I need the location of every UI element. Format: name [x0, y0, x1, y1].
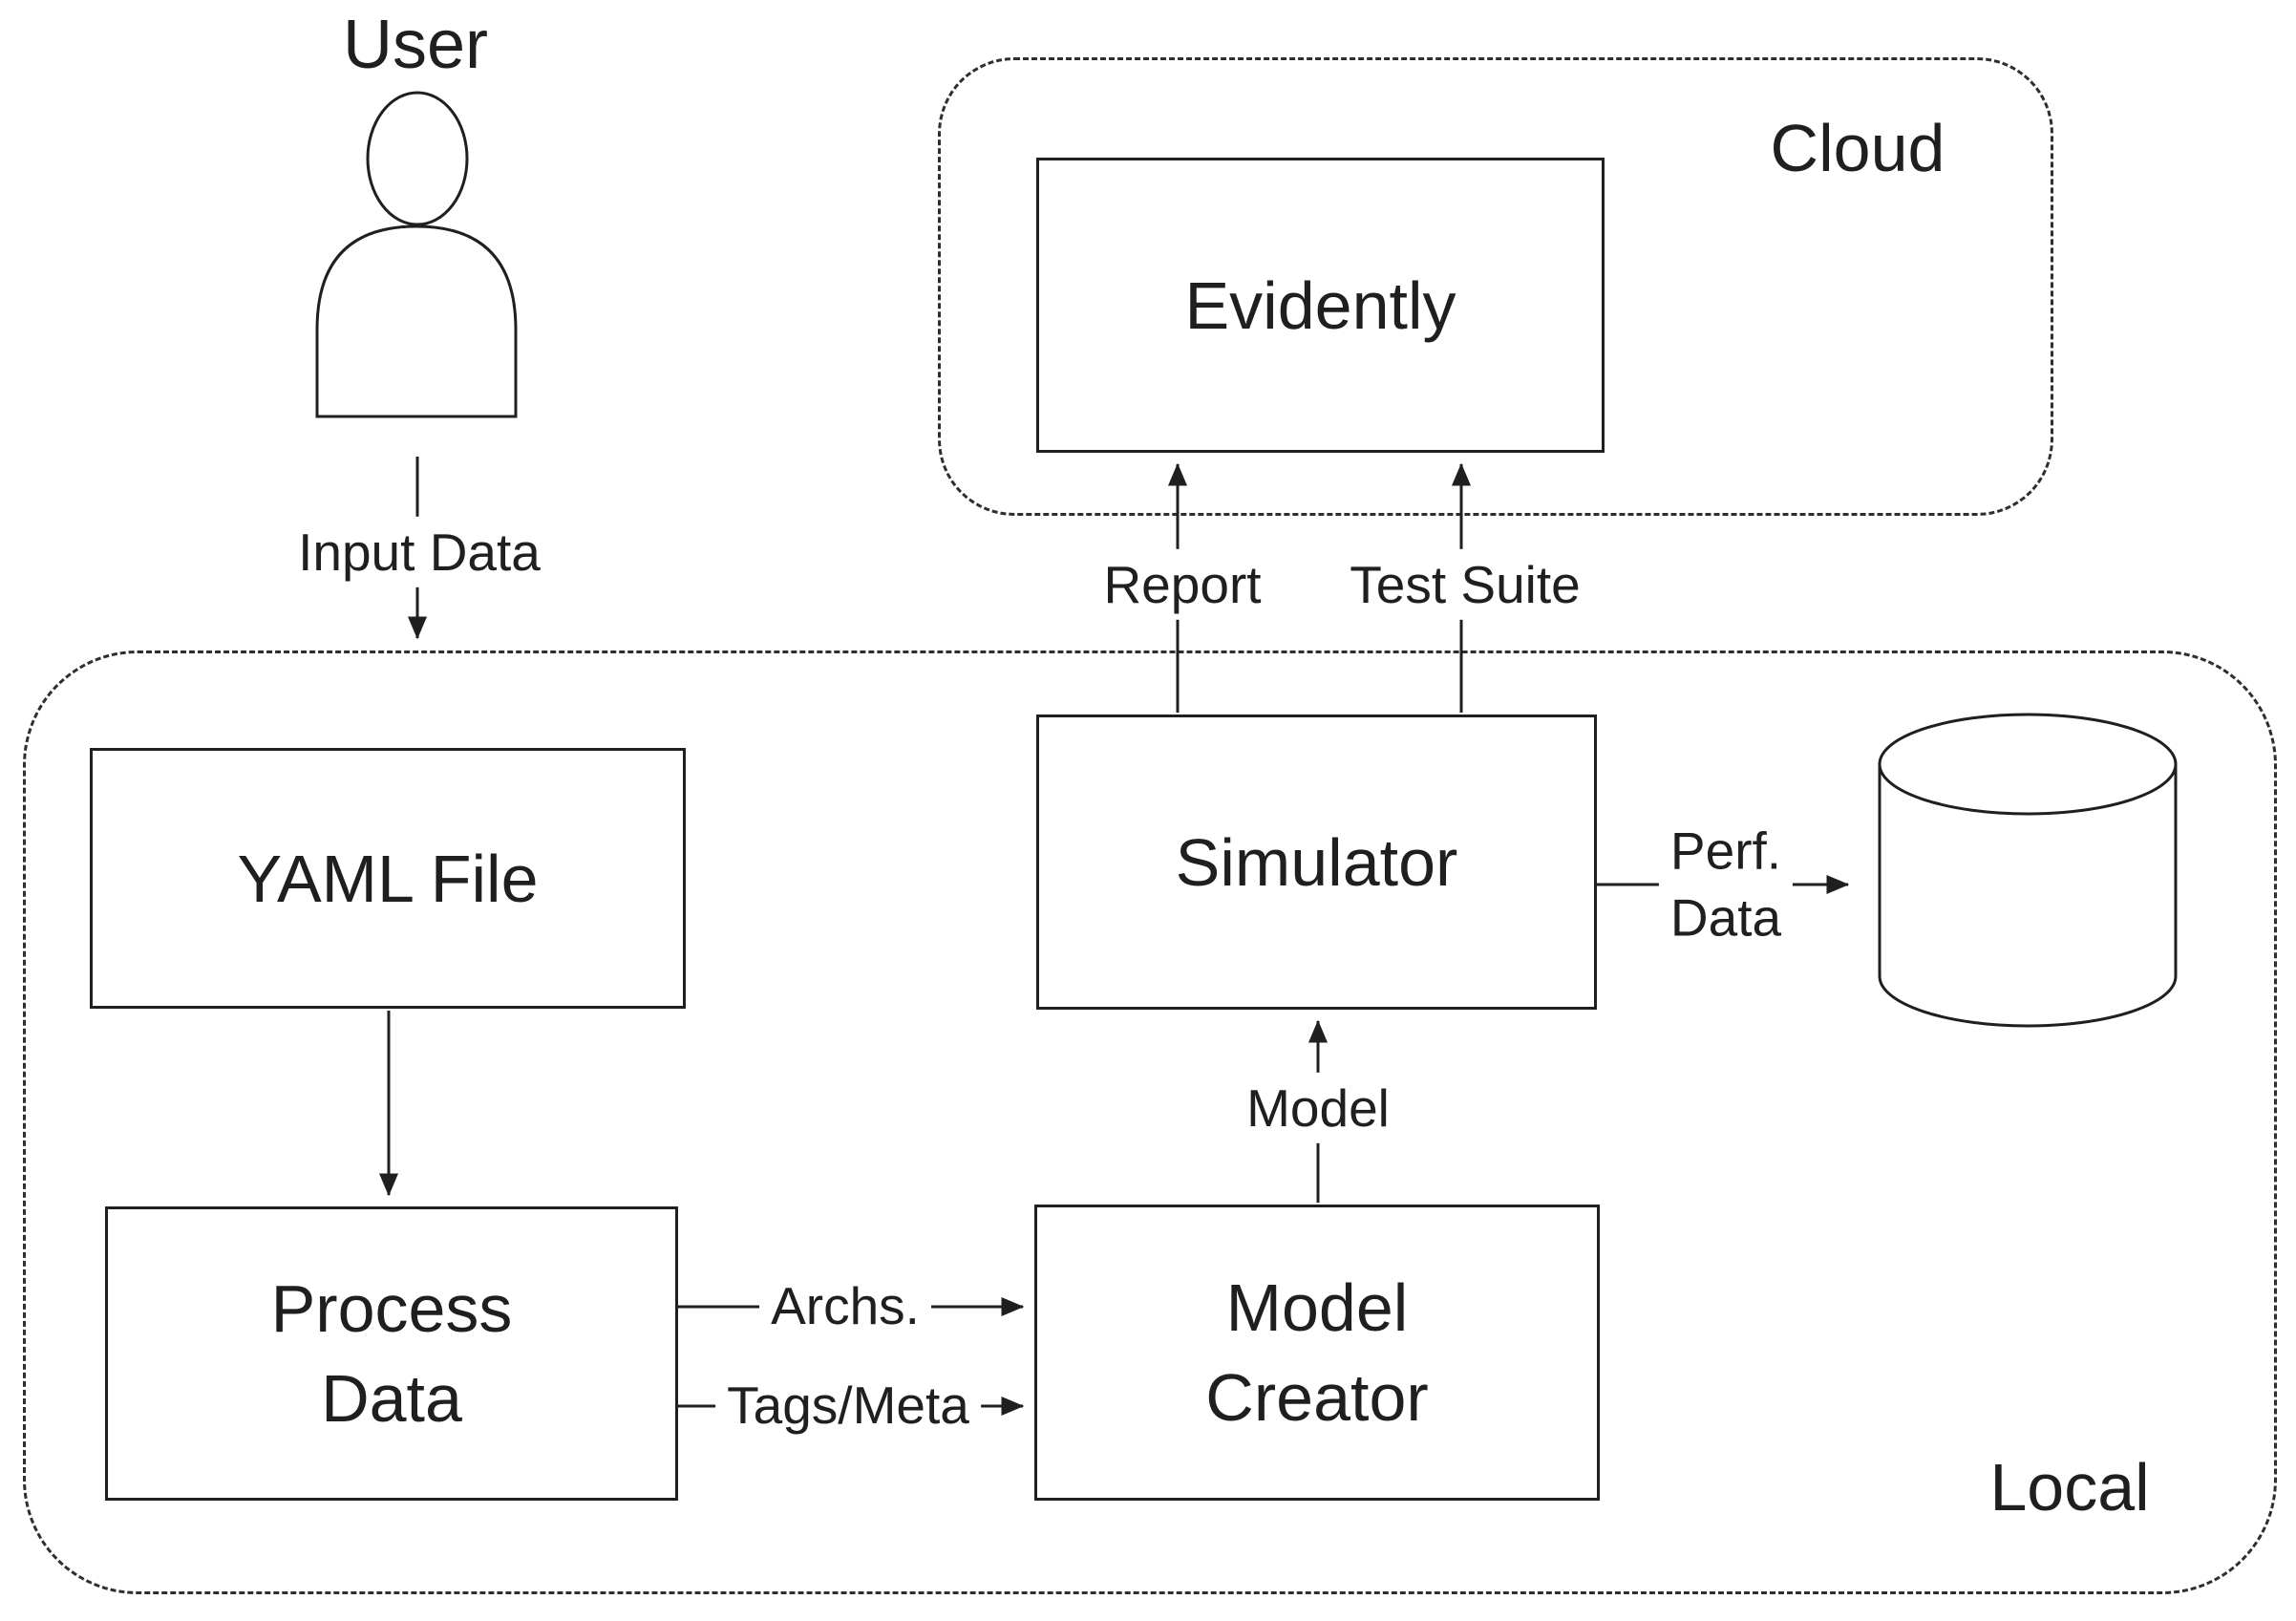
cloud-container [938, 57, 2053, 516]
node-evidently: Evidently [1036, 158, 1605, 453]
node-yaml-file: YAML File [90, 748, 686, 1009]
node-process-data-label-line2: Data [321, 1361, 462, 1436]
user-label: User [342, 7, 489, 83]
node-model-creator-label-line1: Model [1225, 1270, 1409, 1345]
node-simulator-label: Simulator [1175, 824, 1458, 900]
edge-label-perf-data-line2: Data [1669, 888, 1782, 948]
node-process-data: Process Data [105, 1206, 678, 1501]
database-cylinder-icon [1878, 713, 2178, 1028]
edge-label-report: Report [1092, 548, 1273, 621]
local-container [23, 651, 2277, 1594]
edge-label-perf-data-line1: Perf. [1669, 821, 1782, 881]
node-simulator: Simulator [1036, 715, 1597, 1010]
edge-label-test-suite: Test Suite [1338, 548, 1592, 621]
node-yaml-file-label: YAML File [237, 841, 539, 916]
edge-label-model: Model [1235, 1072, 1401, 1144]
edge-label-archs: Archs. [759, 1269, 931, 1342]
cloud-label: Cloud [1770, 111, 1945, 185]
node-process-data-label-line1: Process [270, 1271, 513, 1346]
local-label: Local [1989, 1450, 2150, 1525]
edge-label-tags-meta: Tags/Meta [715, 1369, 981, 1441]
node-evidently-label: Evidently [1184, 267, 1456, 343]
node-model-creator-label-line2: Creator [1205, 1360, 1429, 1435]
edge-label-input-data: Input Data [287, 516, 552, 588]
node-model-creator: Model Creator [1034, 1205, 1600, 1501]
edge-label-perf-data: Perf. Data [1658, 815, 1794, 954]
person-icon [315, 91, 518, 418]
